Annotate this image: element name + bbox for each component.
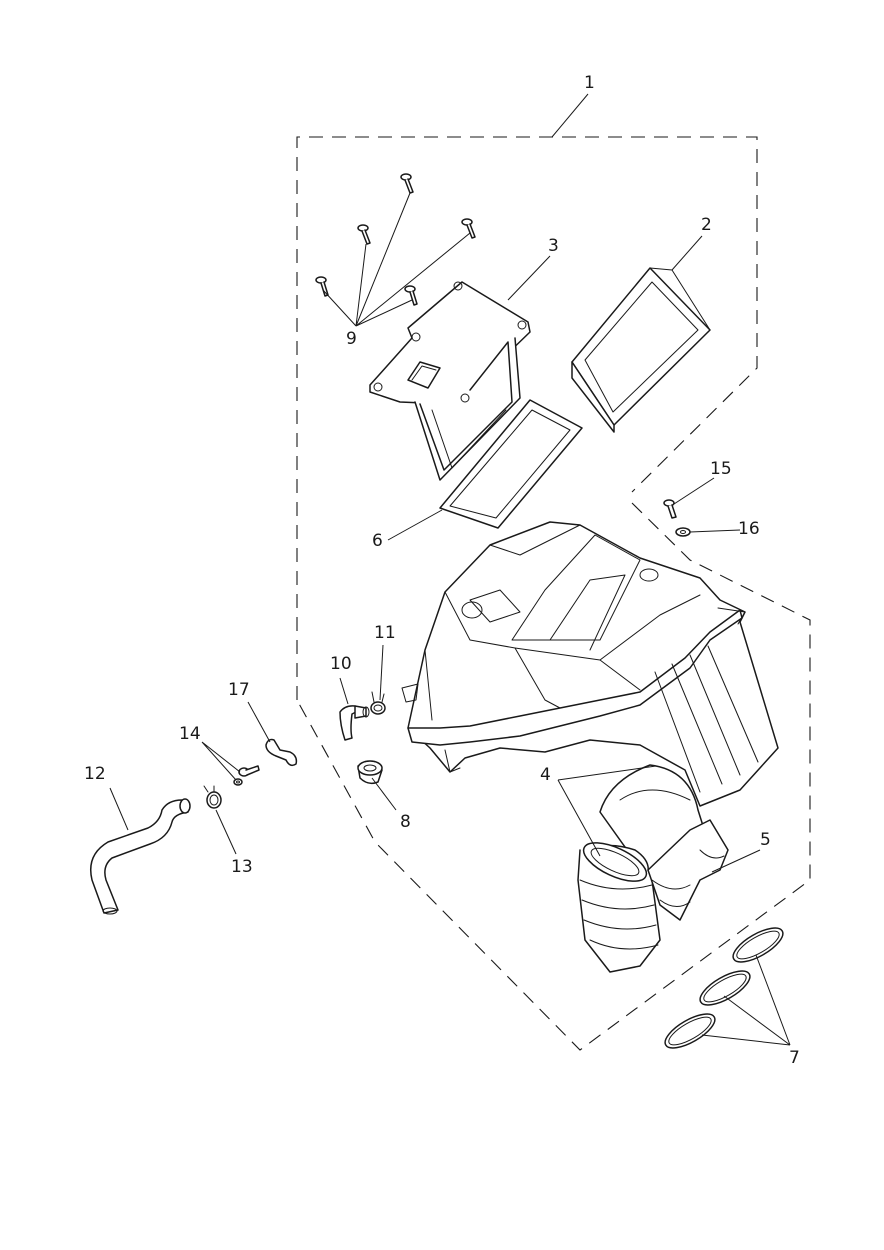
breather-hose xyxy=(90,798,191,915)
callout-14: 14 xyxy=(179,724,201,744)
screw xyxy=(404,285,418,306)
small-fasteners xyxy=(233,765,260,786)
p-clip xyxy=(265,738,298,767)
callout-17: 17 xyxy=(228,680,250,700)
bolt-and-washer xyxy=(663,499,691,537)
lid-screws xyxy=(315,173,476,306)
callout-2: 2 xyxy=(701,215,712,235)
spring-clip-11 xyxy=(370,691,386,715)
callout-6: 6 xyxy=(372,531,383,551)
callout-16: 16 xyxy=(738,519,760,539)
callout-1: 1 xyxy=(584,73,595,93)
callout-5: 5 xyxy=(760,830,771,850)
screw xyxy=(357,224,371,245)
air-filter-element xyxy=(571,267,711,433)
o-rings xyxy=(664,927,784,1049)
elbow-hose xyxy=(339,705,370,741)
leader-lines xyxy=(109,93,791,1046)
callout-4: 4 xyxy=(540,765,551,785)
airbox-lid xyxy=(369,281,531,481)
callout-8: 8 xyxy=(400,812,411,832)
callout-10: 10 xyxy=(330,654,352,674)
throttle-body-boots xyxy=(647,819,729,921)
screw xyxy=(461,218,476,239)
callout-12: 12 xyxy=(84,764,106,784)
airbox-lid-seal xyxy=(439,399,583,529)
callout-7: 7 xyxy=(789,1048,800,1068)
callout-13: 13 xyxy=(231,857,253,877)
callout-labels: 1 2 3 4 5 6 7 8 9 10 11 12 13 14 15 16 1… xyxy=(84,73,800,1068)
screw xyxy=(315,276,329,297)
screw xyxy=(400,173,414,194)
assembly-outline xyxy=(296,136,811,1051)
grommet xyxy=(357,760,383,785)
callout-15: 15 xyxy=(710,459,732,479)
callout-3: 3 xyxy=(548,236,559,256)
callout-11: 11 xyxy=(374,623,396,643)
hose-clip-13 xyxy=(203,785,222,809)
airbox-body xyxy=(401,521,779,807)
callout-9: 9 xyxy=(346,329,357,349)
